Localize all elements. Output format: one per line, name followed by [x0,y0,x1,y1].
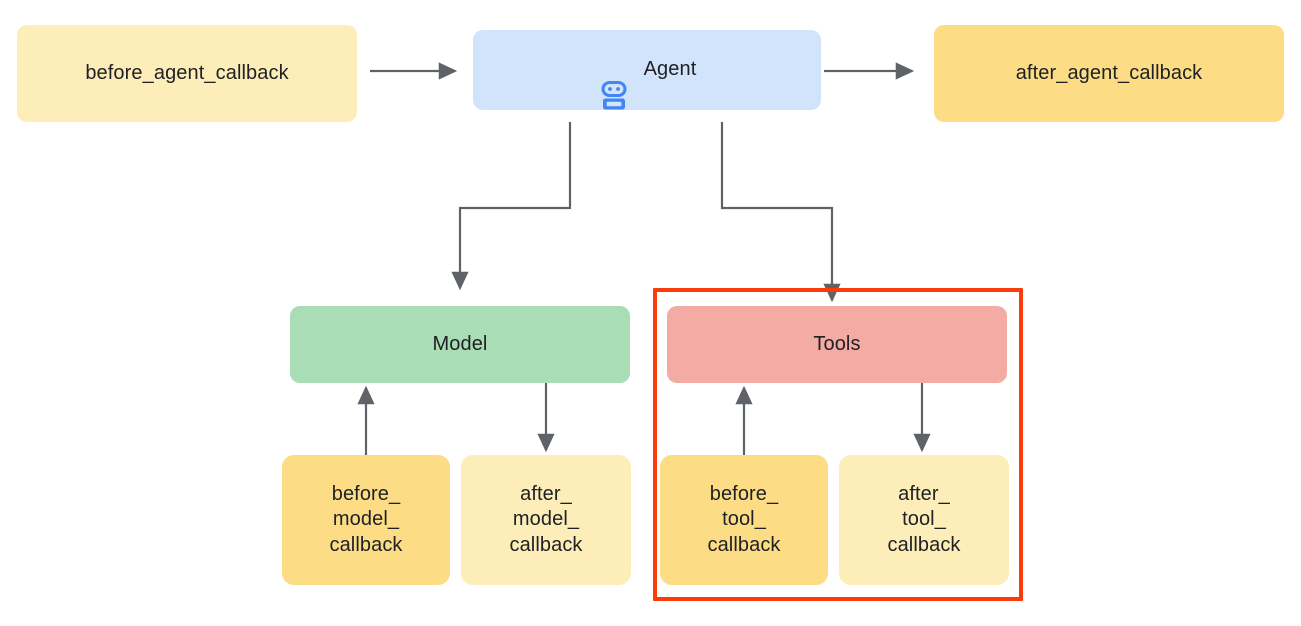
edge-agent-to-model [451,122,572,291]
node-after-agent-callback[interactable]: after_agent_callback [934,25,1284,122]
node-model[interactable]: Model [290,306,630,383]
node-before-tool-callback[interactable]: before_ tool_ callback [660,455,828,585]
node-tools[interactable]: Tools [667,306,1007,383]
node-agent-label: Agent [643,58,697,81]
node-model-label: Model [432,332,488,355]
node-after-tool-callback[interactable]: after_ tool_ callback [839,455,1009,585]
node-before-tool-callback-label: before_ tool_ callback [707,482,781,556]
node-tools-label: Tools [813,332,861,355]
node-after-model-callback-label: after_ model_ callback [509,482,583,556]
node-before-model-callback[interactable]: before_ model_ callback [282,455,450,585]
node-after-model-callback[interactable]: after_ model_ callback [461,455,631,585]
node-before-agent-callback[interactable]: before_agent_callback [17,25,357,122]
edge-agent-to-tools [720,122,841,303]
node-before-agent-callback-label: before_agent_callback [85,61,289,84]
node-after-agent-callback-label: after_agent_callback [1015,61,1203,84]
tools-highlight-box [653,288,1023,601]
node-agent[interactable]: Agent [473,30,821,110]
node-after-tool-callback-label: after_ tool_ callback [887,482,961,556]
robot-icon [598,54,630,110]
node-before-model-callback-label: before_ model_ callback [329,482,403,556]
